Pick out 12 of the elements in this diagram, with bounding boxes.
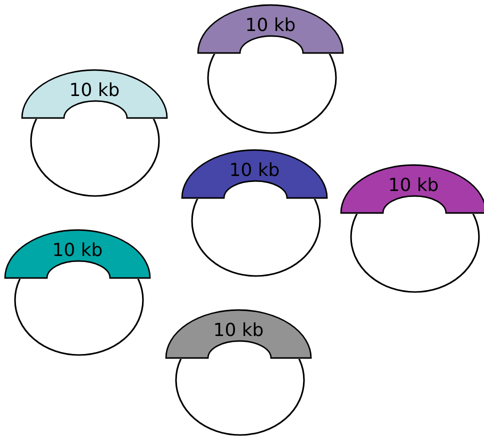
size-label: 10 kb (51, 240, 104, 261)
arc-band (341, 165, 484, 213)
size-label: 10 kb (68, 80, 121, 101)
size-label: 10 kb (228, 160, 281, 181)
arc-band (166, 310, 311, 358)
arc-band (198, 5, 343, 53)
arc-band (22, 70, 167, 118)
size-label: 10 kb (212, 320, 265, 341)
arc-band (182, 150, 327, 198)
size-label: 10 kb (244, 15, 297, 36)
size-label: 10 kb (387, 175, 440, 196)
arc-band (5, 230, 150, 278)
